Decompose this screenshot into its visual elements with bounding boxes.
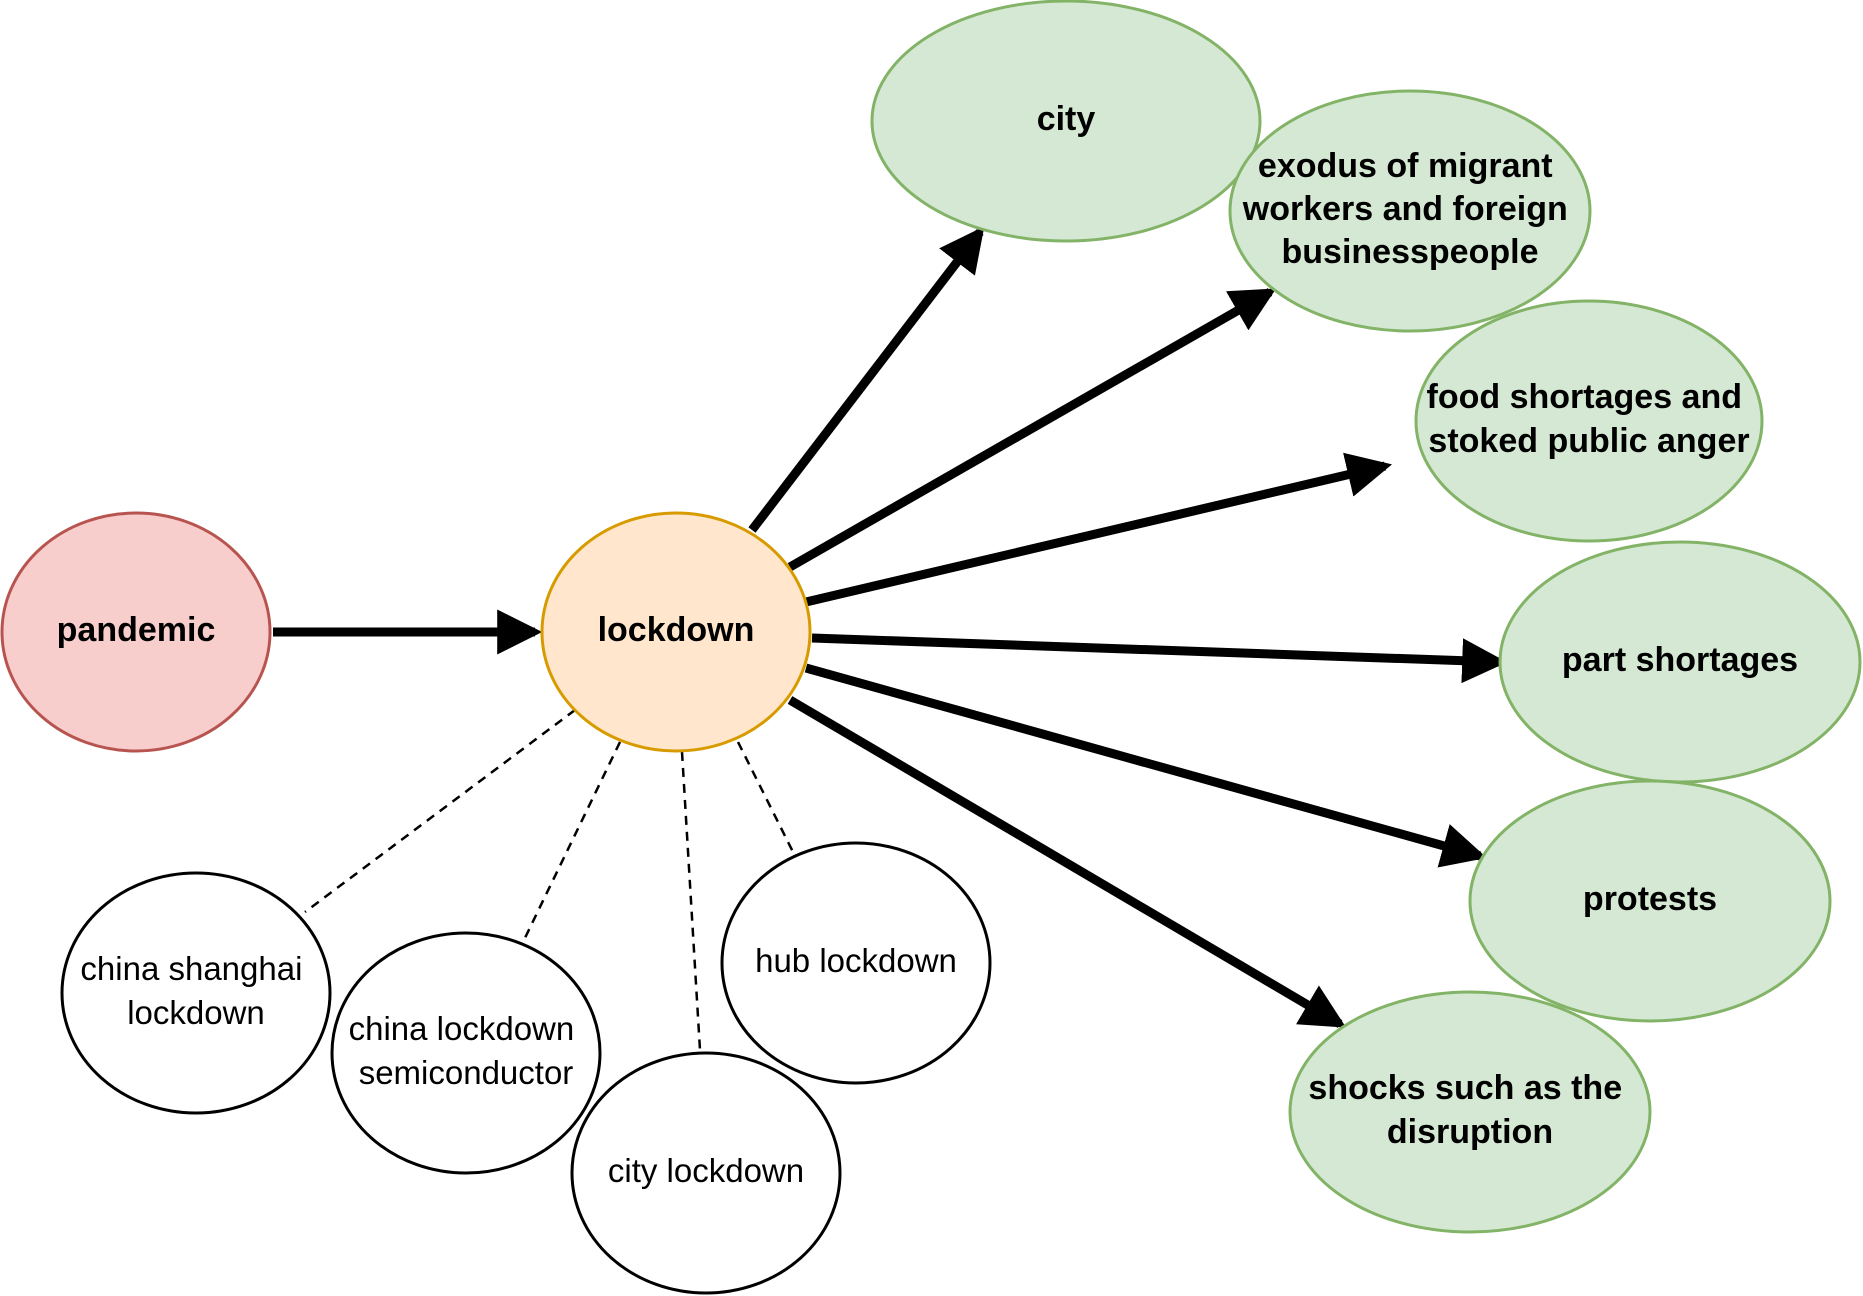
node-exodus-line-3: businesspeople	[1282, 233, 1539, 271]
node-shocks-line-2: disruption	[1387, 1113, 1553, 1151]
node-city-line-1: city	[1037, 100, 1096, 138]
edge-lockdown-part	[811, 633, 1508, 684]
node-food-shape	[1414, 299, 1764, 543]
causal-edges	[273, 226, 1508, 1028]
node-part-line-1: part shortages	[1562, 641, 1798, 679]
node-city-lockdown-shape	[570, 1051, 842, 1295]
dashed-edge-city-lockdown	[680, 751, 702, 1051]
node-protests-line-1: protests	[1583, 880, 1717, 918]
node-food[interactable]: food shortages and stoked public anger	[1414, 299, 1764, 543]
node-shocks-line-1: shocks such as the	[1308, 1069, 1622, 1107]
node-lockdown[interactable]: lockdown	[540, 511, 812, 753]
node-lockdown-shape	[540, 511, 812, 753]
node-city-label: city	[1037, 100, 1096, 138]
node-shanghai-line-2: lockdown	[127, 994, 265, 1031]
node-pandemic-line-1: pandemic	[57, 611, 216, 649]
node-semiconductor-shape	[330, 931, 602, 1175]
node-shocks-shape	[1288, 990, 1652, 1234]
dashed-edge-hub	[736, 741, 795, 853]
node-pandemic[interactable]: pandemic	[0, 511, 272, 753]
node-lockdown-line-1: lockdown	[598, 611, 755, 649]
node-pandemic-label: pandemic	[57, 611, 216, 649]
node-shanghai-label: china shanghai lockdown	[80, 950, 311, 1031]
node-part[interactable]: part shortages	[1498, 540, 1862, 784]
node-part-label: part shortages	[1562, 641, 1798, 679]
edge-lockdown-shocks	[787, 696, 1347, 1028]
edge-lockdown-food	[804, 452, 1393, 607]
node-protests-shape	[1468, 779, 1832, 1023]
node-semiconductor-line-1: china lockdown	[349, 1010, 575, 1047]
dashed-edge-shanghai	[304, 708, 576, 914]
node-city[interactable]: city	[870, 0, 1262, 243]
node-exodus-line-1: exodus of migrant	[1258, 147, 1553, 185]
edge-lockdown-protests	[804, 663, 1487, 868]
node-city-lockdown-label: city lockdown	[608, 1152, 804, 1189]
node-shanghai-shape	[60, 871, 332, 1115]
node-semiconductor-label: china lockdown semiconductor	[349, 1010, 584, 1091]
edge-lockdown-exodus	[787, 288, 1277, 571]
node-lockdown-label: lockdown	[598, 611, 755, 649]
node-food-line-1: food shortages and	[1427, 378, 1742, 416]
node-shocks-label: shocks such as the disruption	[1308, 1069, 1631, 1151]
node-protests-label: protests	[1583, 880, 1717, 918]
node-semiconductor[interactable]: china lockdown semiconductor	[330, 931, 602, 1175]
node-pandemic-shape	[0, 511, 272, 753]
node-city-lockdown[interactable]: city lockdown	[570, 1051, 842, 1295]
node-city-shape	[870, 0, 1262, 243]
node-hub-label: hub lockdown	[755, 942, 957, 979]
node-hub[interactable]: hub lockdown	[720, 841, 992, 1085]
node-protests[interactable]: protests	[1468, 779, 1832, 1023]
node-semiconductor-line-2: semiconductor	[359, 1054, 574, 1091]
related-edges	[304, 708, 795, 1051]
node-exodus-line-2: workers and foreign	[1242, 190, 1568, 228]
node-food-line-2: stoked public anger	[1428, 422, 1749, 460]
node-exodus-label: exodus of migrant workers and foreign bu…	[1242, 147, 1577, 271]
node-shanghai[interactable]: china shanghai lockdown	[60, 871, 332, 1115]
edge-lockdown-city	[748, 226, 985, 533]
node-city-lockdown-line-1: city lockdown	[608, 1152, 804, 1189]
node-exodus[interactable]: exodus of migrant workers and foreign bu…	[1228, 89, 1592, 333]
dashed-edge-semiconductor	[521, 741, 622, 943]
node-hub-shape	[720, 841, 992, 1085]
node-hub-line-1: hub lockdown	[755, 942, 957, 979]
node-shocks[interactable]: shocks such as the disruption	[1288, 990, 1652, 1234]
node-exodus-shape	[1228, 89, 1592, 333]
node-shanghai-line-1: china shanghai	[80, 950, 302, 987]
node-food-label: food shortages and stoked public anger	[1427, 378, 1752, 460]
